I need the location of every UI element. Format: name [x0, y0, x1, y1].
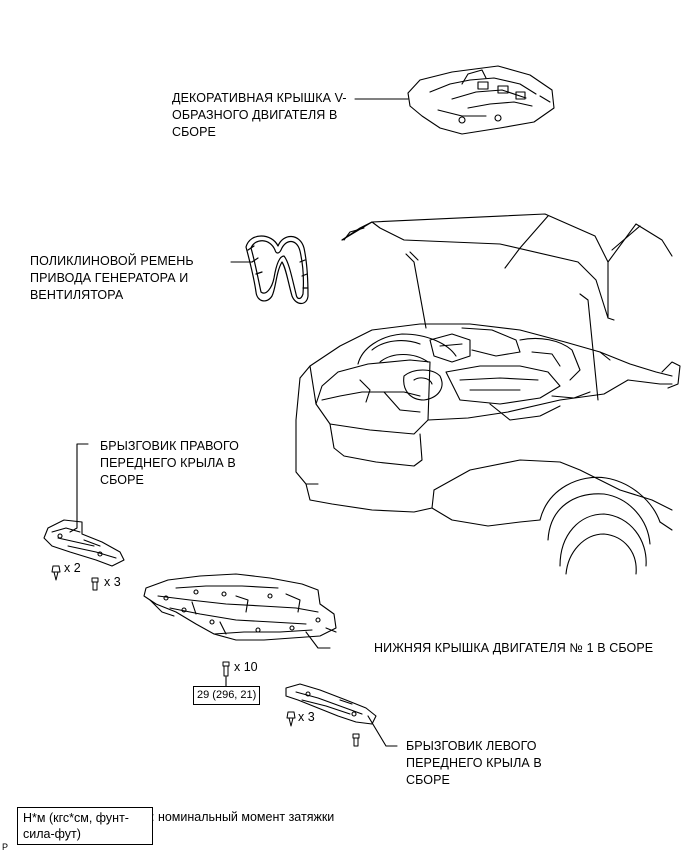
right-clip-quantity: x 2	[64, 561, 81, 575]
torque-legend-unit-box: Н*м (кгс*см, фунт- сила-фут)	[17, 807, 153, 845]
engine-cover-drawing	[407, 65, 555, 135]
right-splash-shield-drawing	[43, 519, 125, 567]
left-clip-quantity: x 3	[298, 710, 315, 724]
fasteners	[51, 565, 360, 747]
lower-bolt-quantity: x 10	[234, 660, 258, 674]
torque-spec-box: 29 (296, 21)	[193, 686, 261, 705]
torque-legend-text: : номинальный момент затяжки	[151, 810, 335, 824]
v-belt-drawing	[245, 235, 309, 305]
right-bolt-quantity: x 3	[104, 575, 121, 589]
lower-engine-cover-label: НИЖНЯЯ КРЫШКА ДВИГАТЕЛЯ № 1 В СБОРЕ	[374, 641, 654, 655]
lower-engine-cover-drawing	[143, 573, 337, 641]
left-splash-shield-drawing	[285, 683, 377, 725]
v-belt-label: ПОЛИКЛИНОВОЙ РЕМЕНЬ ПРИВОДА ГЕНЕРАТОРА И…	[30, 254, 194, 302]
vehicle-drawing	[295, 213, 681, 575]
right-splash-shield-label: БРЫЗГОВИК ПРАВОГО ПЕРЕДНЕГО КРЫЛА В СБОР…	[100, 439, 239, 487]
engine-cover-label: ДЕКОРАТИВНАЯ КРЫШКА V- ОБРАЗНОГО ДВИГАТЕ…	[172, 91, 347, 139]
corner-code: P	[2, 842, 9, 852]
left-splash-shield-label: БРЫЗГОВИК ЛЕВОГО ПЕРЕДНЕГО КРЫЛА В СБОРЕ	[406, 739, 542, 787]
leader-lines	[69, 98, 409, 747]
